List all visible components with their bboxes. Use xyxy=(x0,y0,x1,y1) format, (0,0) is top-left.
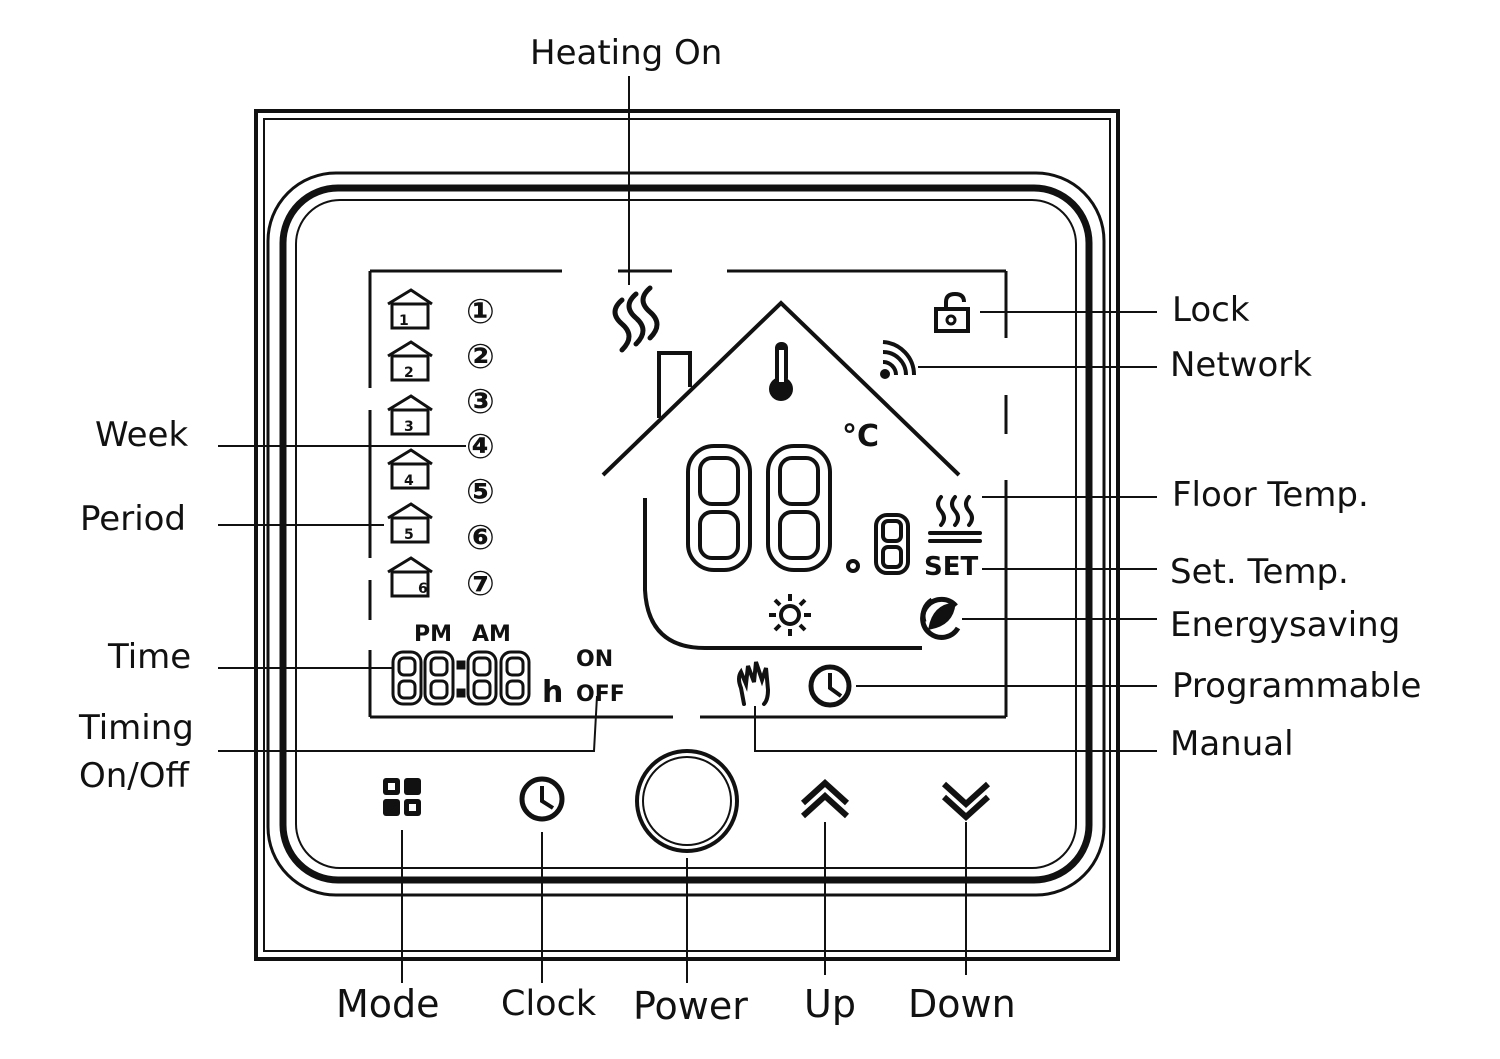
label-manual: Manual xyxy=(1170,724,1294,764)
time-digit-2 xyxy=(423,650,455,706)
period-house-icon-1 xyxy=(387,288,433,330)
week-number-3: ③ xyxy=(466,382,495,422)
period-house-icon-2 xyxy=(387,340,433,382)
label-timing-line1: Timing xyxy=(79,708,194,748)
leader-manual xyxy=(754,706,1157,752)
energysaving-icon xyxy=(920,596,961,640)
period-number-6: 6 xyxy=(418,581,428,597)
label-mode-button: Mode xyxy=(336,982,440,1026)
week-number-4: ④ xyxy=(466,427,495,467)
label-power-button: Power xyxy=(633,984,748,1028)
period-house-icon-4 xyxy=(387,448,433,490)
chevron-down-icon[interactable] xyxy=(941,781,991,822)
lcd-frame xyxy=(368,269,1008,719)
mode-grid-icon[interactable] xyxy=(383,778,421,816)
time-colon-top xyxy=(456,660,466,670)
lcd-am-label: AM xyxy=(472,622,511,647)
leader-lines xyxy=(218,76,1157,983)
label-time: Time xyxy=(108,637,192,677)
thermometer-icon xyxy=(769,342,793,401)
period-number-5: 5 xyxy=(404,527,414,543)
time-colon-bottom xyxy=(456,688,466,698)
label-up-button: Up xyxy=(804,982,856,1026)
week-number-6: ⑥ xyxy=(466,518,495,558)
period-number-4: 4 xyxy=(404,473,414,489)
lcd-set-label: SET xyxy=(924,552,978,582)
period-number-1: 1 xyxy=(399,313,409,329)
temp-digit-2 xyxy=(766,444,832,572)
period-house-icon-3 xyxy=(387,394,433,436)
week-number-1: ① xyxy=(466,292,495,332)
label-week: Week xyxy=(95,415,189,455)
network-icon xyxy=(880,340,917,379)
label-lock: Lock xyxy=(1172,290,1250,330)
programmable-clock-icon xyxy=(808,664,852,708)
label-energysaving: Energysaving xyxy=(1170,605,1401,645)
label-programmable: Programmable xyxy=(1172,666,1422,706)
time-digit-4 xyxy=(499,650,531,706)
period-house-icon-5 xyxy=(387,502,433,544)
time-digits xyxy=(391,650,531,706)
leader-timing xyxy=(218,695,598,752)
temperature-digits xyxy=(686,444,910,575)
decimal-point xyxy=(846,559,860,573)
period-number-2: 2 xyxy=(404,365,414,381)
temp-digit-3 xyxy=(874,513,910,575)
lcd-off-label: OFF xyxy=(576,682,625,707)
label-down-button: Down xyxy=(908,982,1016,1026)
label-network: Network xyxy=(1170,345,1312,385)
period-number-3: 3 xyxy=(404,419,414,435)
label-heating-on: Heating On xyxy=(530,33,723,73)
floor-heating-icon xyxy=(928,495,982,543)
house-outline xyxy=(601,300,961,650)
label-clock-button: Clock xyxy=(501,984,597,1024)
sun-icon xyxy=(769,594,811,636)
temp-digit-1 xyxy=(686,444,752,572)
label-set-temp: Set. Temp. xyxy=(1170,552,1349,592)
week-number-2: ② xyxy=(466,337,495,377)
time-digit-1 xyxy=(391,650,423,706)
lock-icon xyxy=(934,291,970,333)
lcd-celsius-unit: °C xyxy=(842,419,879,454)
label-floor-temp: Floor Temp. xyxy=(1172,475,1369,515)
lcd-hour-unit: h xyxy=(542,675,563,710)
label-period: Period xyxy=(80,499,187,539)
power-button-icon[interactable] xyxy=(635,749,739,853)
time-digit-3 xyxy=(466,650,498,706)
lcd-pm-label: PM xyxy=(414,622,452,647)
label-timing-line2: On/Off xyxy=(79,756,189,796)
period-house-icon-6 xyxy=(387,556,433,598)
clock-icon[interactable] xyxy=(519,776,565,822)
chevron-up-icon[interactable] xyxy=(800,778,850,819)
week-number-7: ⑦ xyxy=(466,564,495,604)
week-number-5: ⑤ xyxy=(466,472,495,512)
manual-hand-icon xyxy=(737,661,771,706)
period-icons xyxy=(387,288,433,598)
lcd-on-label: ON xyxy=(576,647,613,672)
heating-waves-icon xyxy=(612,285,660,353)
